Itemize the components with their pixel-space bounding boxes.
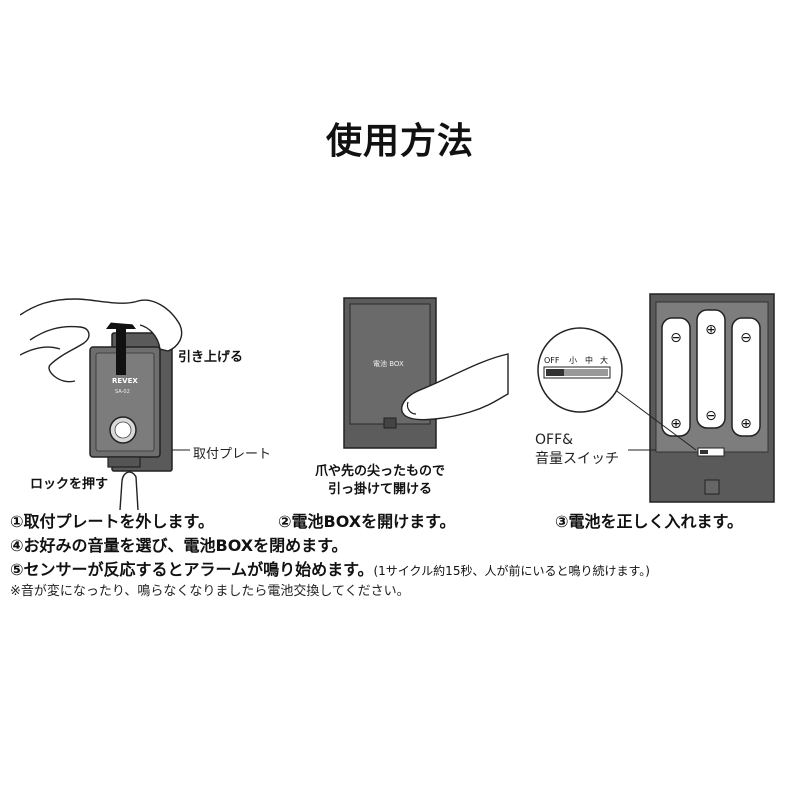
step-4: ④お好みの音量を選び、電池BOXを閉めます。: [10, 536, 348, 555]
step-5-main: ⑤センサーが反応するとアラームが鳴り始めます。: [10, 560, 374, 579]
svg-text:⊕: ⊕: [705, 322, 717, 338]
device-body: REVEX SA-02: [89, 346, 161, 458]
battery-middle: ⊕ ⊖: [696, 309, 726, 429]
battery-box-label: 電池 BOX: [373, 359, 404, 368]
step-3: ③電池を正しく入れます。: [555, 512, 743, 531]
zoom-leader-line: [609, 385, 697, 451]
switch-slider: [546, 369, 564, 376]
svg-text:⊖: ⊖: [670, 330, 682, 346]
box-latch: [383, 417, 397, 429]
svg-text:⊕: ⊕: [740, 416, 752, 432]
battery-left: ⊖ ⊕: [661, 317, 691, 437]
step-5-note: (1サイクル約15秒、人が前にいると鳴り続けます。): [373, 564, 650, 578]
hand-top: [20, 298, 183, 352]
switch-label-line1: OFF&: [535, 432, 574, 448]
model-label: SA-02: [115, 389, 130, 395]
figure-remove-plate: REVEX SA-02: [20, 298, 190, 510]
lock-label: ロックを押す: [30, 477, 109, 492]
hand-bottom: [119, 471, 139, 510]
open-caption-line2: 引っ掛けて開ける: [328, 482, 433, 497]
page-title: 使用方法: [325, 121, 474, 162]
svg-text:⊖: ⊖: [740, 330, 752, 346]
switch-small: [697, 447, 725, 457]
svg-text:⊕: ⊕: [670, 416, 682, 432]
figure-insert-batteries: ⊖ ⊕ ⊕ ⊖ ⊖ ⊕ OFF 小 中 大: [537, 293, 775, 503]
battery-note: ※音が変になったり、鳴らなくなりましたら電池交換してください。: [10, 584, 410, 599]
switch-large-label: 大: [600, 355, 608, 365]
brand-logo: REVEX: [112, 377, 138, 385]
battery-right: ⊖ ⊕: [731, 317, 761, 437]
step-2: ②電池BOXを開けます。: [278, 512, 456, 531]
switch-small-label: 小: [569, 356, 577, 365]
switch-label-line2: 音量スイッチ: [535, 451, 619, 467]
step-5: ⑤センサーが反応するとアラームが鳴り始めます。(1サイクル約15秒、人が前にいる…: [10, 556, 650, 580]
mounting-plate-label: 取付プレート: [193, 447, 272, 462]
open-caption-line1: 爪や先の尖ったもので: [315, 464, 446, 479]
finger-icon: [401, 353, 509, 421]
pull-up-label: 引き上げる: [178, 350, 244, 365]
switch-mid-label: 中: [585, 355, 593, 365]
step-1: ①取付プレートを外します。: [10, 512, 214, 531]
switch-off-label: OFF: [544, 356, 560, 365]
svg-text:⊖: ⊖: [705, 408, 717, 424]
figure-open-battery-box: 電池 BOX: [343, 297, 509, 449]
lock-tab: [107, 456, 141, 468]
